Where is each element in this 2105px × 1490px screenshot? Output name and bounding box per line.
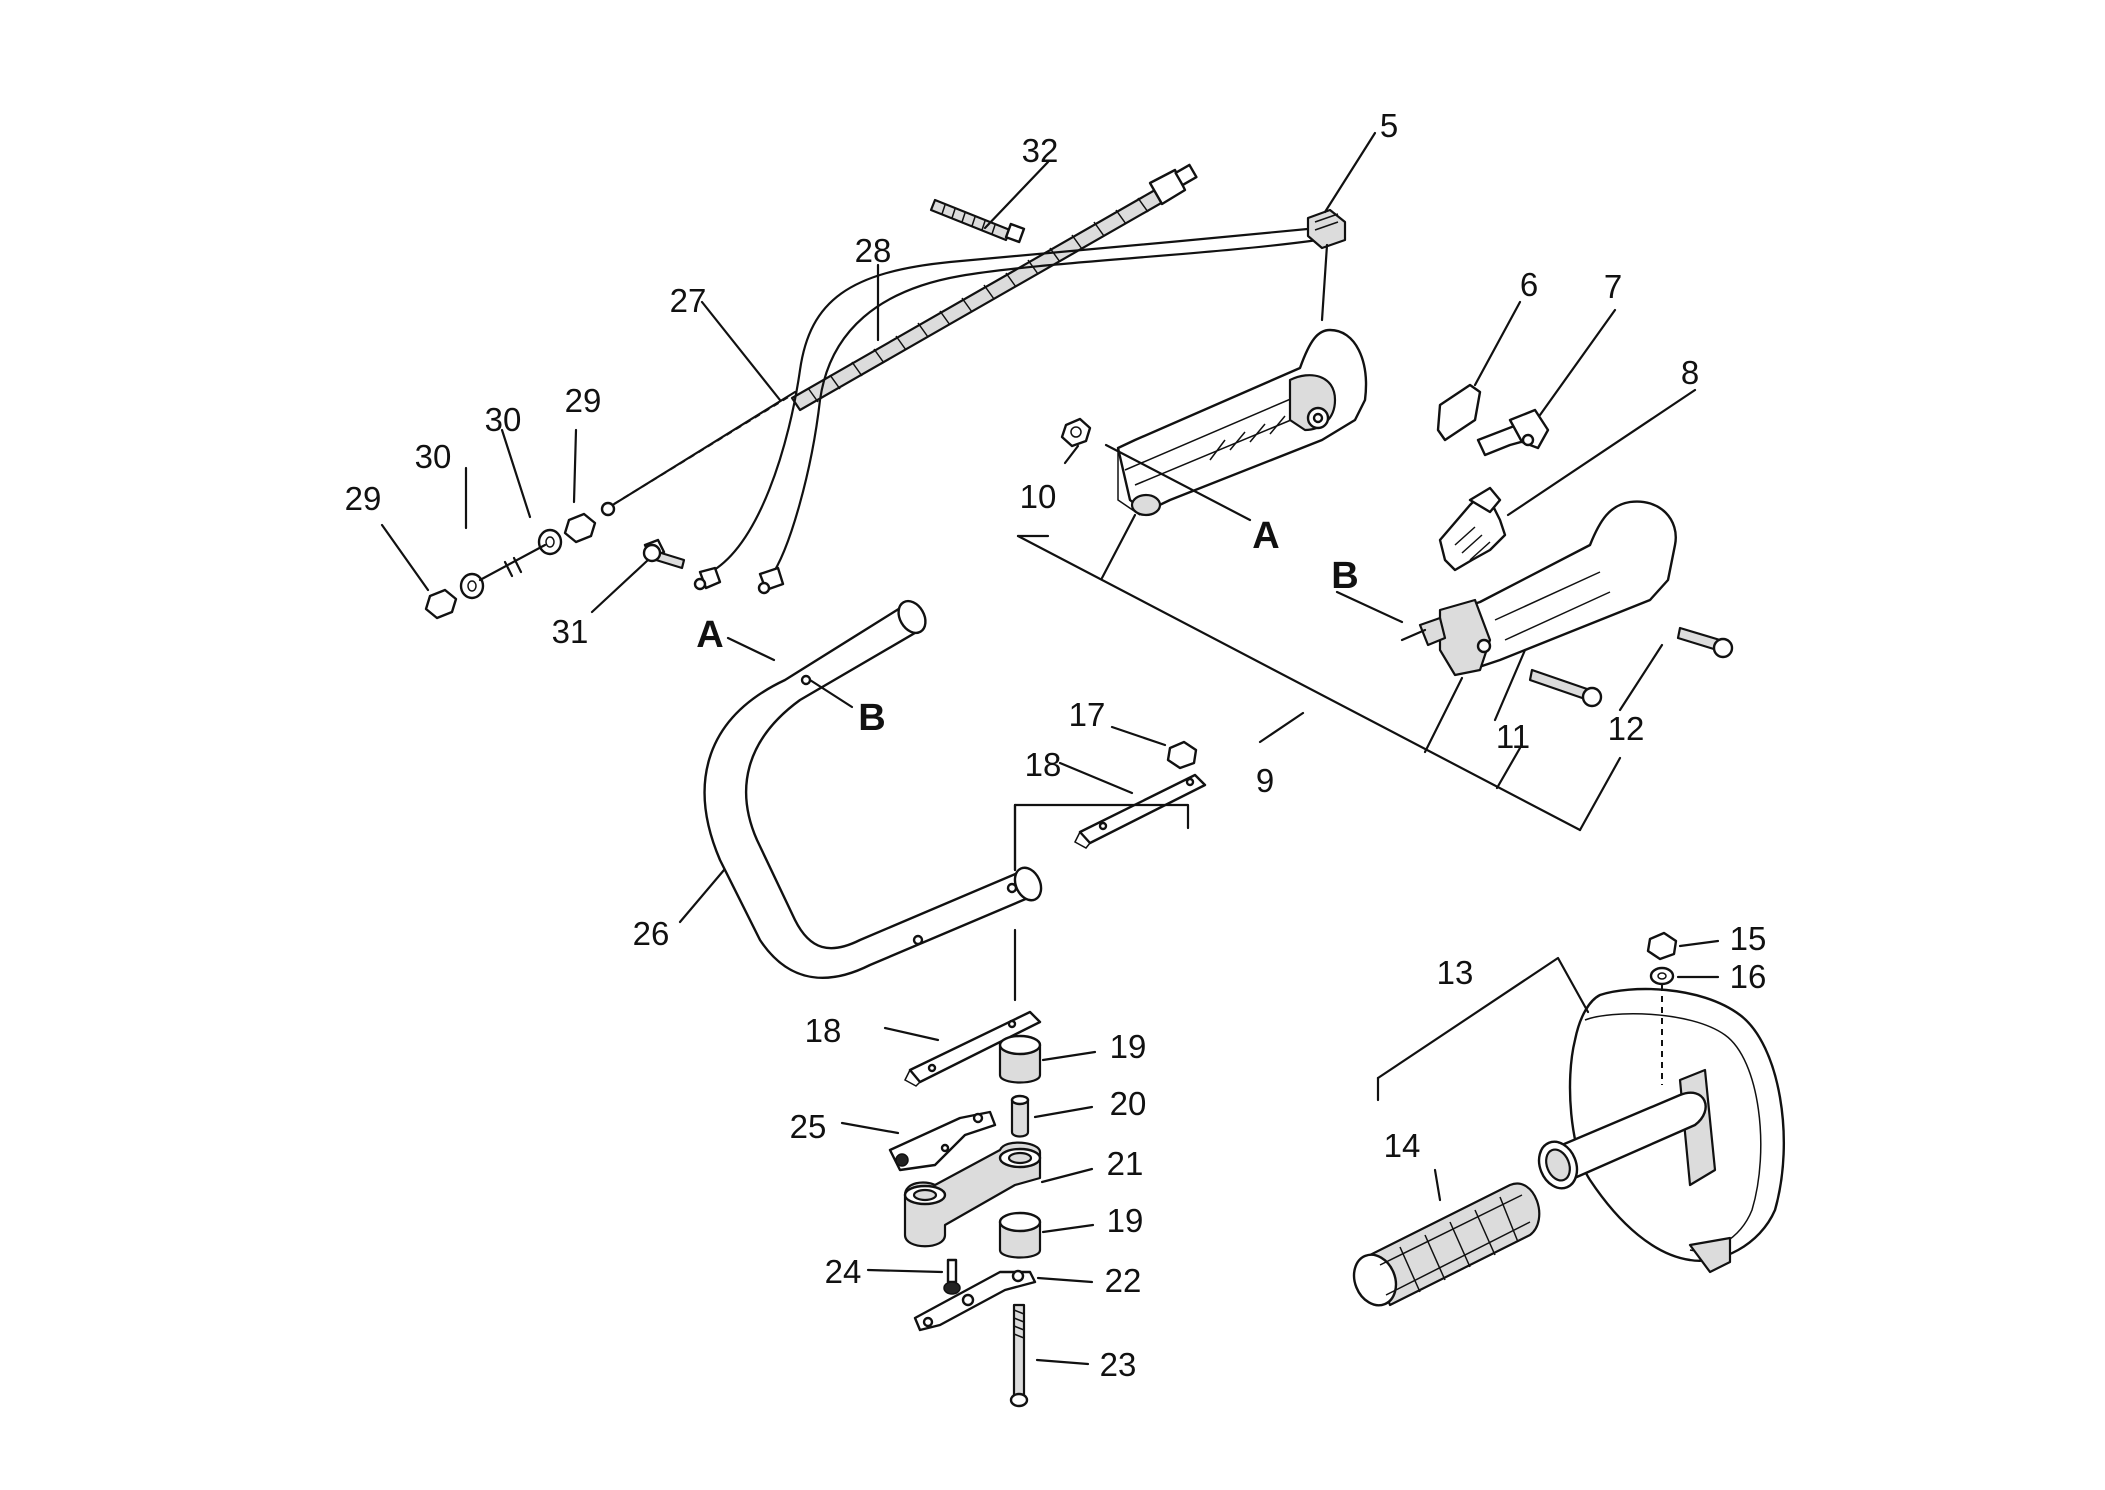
clamp-18-lower <box>908 1010 1042 1084</box>
plate-22 <box>913 1270 1037 1332</box>
screw-11 <box>1528 668 1592 702</box>
reference-a-bar: A <box>696 614 723 656</box>
callout-29-left: 29 <box>345 480 382 517</box>
throttle-lockout-and-lever <box>1436 383 1550 572</box>
wire-connector <box>1306 208 1347 250</box>
callout-17: 17 <box>1069 696 1106 733</box>
guard-tube <box>1548 1091 1707 1182</box>
callout-19-lower: 19 <box>1107 1202 1144 1239</box>
lockout-lever <box>1436 383 1482 442</box>
callout-18-upper: 18 <box>1025 746 1062 783</box>
reference-b-bar: B <box>858 697 885 739</box>
callout-8: 8 <box>1681 354 1699 391</box>
callout-6: 6 <box>1520 266 1538 303</box>
pin-20 <box>1010 1098 1030 1138</box>
rubber-mount-19-upper <box>998 1043 1042 1084</box>
callout-30-right: 30 <box>485 401 522 438</box>
stop-switch-wire <box>693 208 1347 595</box>
nut-29-right <box>563 512 597 544</box>
callout-15: 15 <box>1730 920 1767 957</box>
link-arm-21 <box>903 1141 1042 1248</box>
nut-10 <box>1060 417 1092 448</box>
group-lines <box>1013 243 1622 1102</box>
cable-end-nipple <box>600 501 616 517</box>
clamp-18-upper <box>1078 773 1207 845</box>
callout-12: 12 <box>1608 710 1645 747</box>
washer-16 <box>1649 966 1675 986</box>
callout-27: 27 <box>670 282 707 319</box>
callout-14: 14 <box>1384 1127 1421 1164</box>
cable-strap <box>929 198 1012 242</box>
callout-18-lower: 18 <box>805 1012 842 1049</box>
handle-bar-clamp-hardware <box>888 740 1207 1408</box>
callout-29-right: 29 <box>565 382 602 419</box>
callout-24: 24 <box>825 1253 862 1290</box>
throttle-handle-left-half <box>1060 328 1368 517</box>
callout-9: 9 <box>1256 762 1274 799</box>
callout-23: 23 <box>1100 1346 1137 1383</box>
bracket-25 <box>888 1110 997 1172</box>
nut-17 <box>1166 740 1198 770</box>
throttle-cable-assembly <box>600 163 1198 517</box>
callout-26: 26 <box>633 915 670 952</box>
callout-19-upper: 19 <box>1110 1028 1147 1065</box>
washer-30-right <box>537 528 563 556</box>
callout-20: 20 <box>1110 1085 1147 1122</box>
nut-15 <box>1646 931 1678 961</box>
cable-fasteners <box>424 512 686 620</box>
throttle-handle-right-half <box>1400 500 1734 708</box>
cable-adjuster <box>1148 168 1187 206</box>
callout-25: 25 <box>790 1108 827 1145</box>
callout-21: 21 <box>1107 1145 1144 1182</box>
reference-letters: A B A B <box>696 515 1358 739</box>
reference-b-handle: B <box>1331 555 1358 597</box>
washer-30-left <box>459 572 485 600</box>
reference-a-handle: A <box>1252 515 1279 557</box>
callout-13: 13 <box>1437 954 1474 991</box>
front-handle-bar <box>703 599 1043 979</box>
callout-16: 16 <box>1730 958 1767 995</box>
callout-7: 7 <box>1604 268 1622 305</box>
handle-guard-assembly <box>1352 931 1785 1307</box>
screw-24 <box>946 1258 958 1284</box>
callout-32: 32 <box>1022 132 1059 169</box>
callout-30-left: 30 <box>415 438 452 475</box>
callout-11: 11 <box>1496 718 1530 755</box>
callout-labels: 5 6 7 8 9 10 11 12 13 14 15 16 17 18 18 … <box>345 107 1767 1383</box>
callout-22: 22 <box>1105 1262 1142 1299</box>
callout-10: 10 <box>1020 478 1057 515</box>
callout-5: 5 <box>1380 107 1398 144</box>
handle-grip-half <box>1448 500 1677 672</box>
callout-28: 28 <box>855 232 892 269</box>
handle-bar-tube <box>703 603 1037 979</box>
callout-31: 31 <box>552 613 589 650</box>
nut-29-left <box>424 588 458 620</box>
leader-lines <box>380 131 1720 1366</box>
